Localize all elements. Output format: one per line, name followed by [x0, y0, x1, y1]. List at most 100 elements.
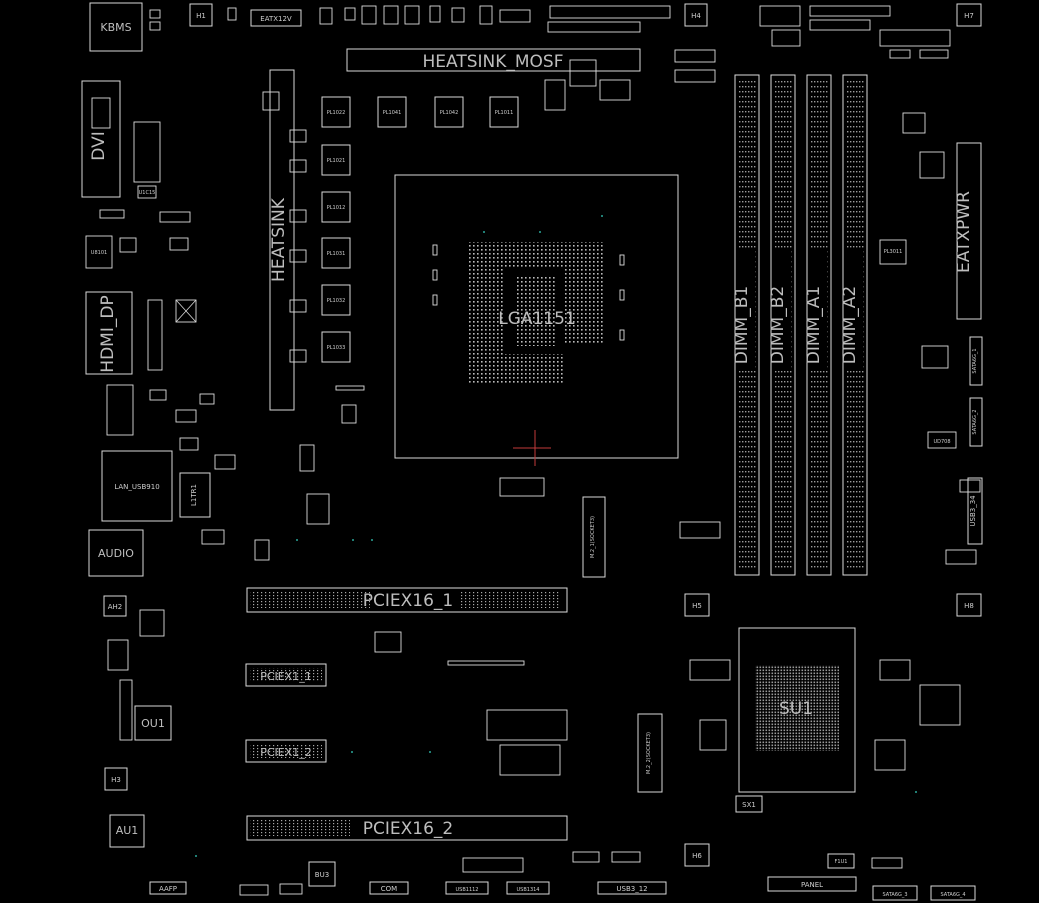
bu3-chip: BU3 [308, 861, 336, 887]
pciex16-2-slot: PCIEX16_2 [246, 815, 568, 841]
usb1112-header: USB1112 [445, 881, 489, 895]
pciex1-2-slot: PCIEX1_2 [245, 739, 327, 763]
usb1314-label: USB1314 [517, 887, 540, 893]
l1tr1-transformer: L1TR1 [179, 454, 236, 545]
audio-connector: AUDIO [88, 529, 144, 577]
h4-mount-hole: H4 [684, 3, 708, 27]
dimm-b2-slot: DIMM_B2 [768, 74, 796, 576]
h7-mount-hole: H7 [956, 3, 982, 27]
com-label: COM [381, 885, 397, 893]
panel-label: PANEL [801, 881, 823, 889]
dvi-connector: DVI [81, 80, 121, 198]
h5-label: H5 [692, 602, 702, 610]
sata6g-3-label: SATA6G_3 [882, 892, 907, 898]
eatx12v-connector: EATX12V [250, 9, 302, 27]
dimm-a1-slot: DIMM_A1 [804, 74, 832, 576]
l1tr1-label: L1TR1 [190, 484, 198, 506]
pciex1-1-label: PCIEX1_1 [260, 670, 312, 683]
pl1042-label: PL1042 [440, 110, 459, 116]
pl1012-label: PL1012 [327, 205, 346, 211]
usb3-34-label: USB3_34 [969, 495, 977, 527]
left-side-components-2 [106, 384, 215, 451]
pl3011-label: PL3011 [884, 249, 903, 255]
pl1021-label: PL1021 [327, 158, 346, 164]
pl1031-label: PL1031 [327, 251, 346, 257]
u1c15-label: U1C15 [139, 190, 156, 196]
m2-1-label: M.2_1(SOCKET3) [590, 516, 596, 558]
su1-label: SU1 [779, 699, 813, 719]
kbms-connector: KBMS [89, 2, 143, 52]
cpu-socket-lga1151: LGA1151 [394, 174, 679, 466]
sata6g-4-connector: SATA6G_4 [930, 885, 976, 901]
dimm-a1-label: DIMM_A1 [804, 286, 824, 364]
com-header: COM [369, 881, 409, 895]
h1-label: H1 [196, 12, 206, 20]
sx1-label: SX1 [742, 801, 756, 809]
hdmi-dp-label: HDMI_DP [98, 295, 118, 372]
pl1032-label: PL1032 [327, 298, 346, 304]
sata6g-1-label: SATA6G_1 [972, 348, 978, 373]
h3-label: H3 [111, 776, 121, 784]
top-row-components [149, 5, 951, 83]
h3-mount-hole: H3 [104, 767, 128, 791]
sata6g-3-connector: SATA6G_3 [872, 885, 918, 901]
dimm-a2-label: DIMM_A2 [840, 286, 860, 364]
aafp-label: AAFP [159, 885, 177, 893]
usb3-34-header: USB3_34 [967, 477, 983, 545]
dimm-b1-slot: DIMM_B1 [732, 74, 760, 576]
sata6g-4-label: SATA6G_4 [940, 892, 965, 898]
eatx12v-label: EATX12V [260, 15, 292, 23]
m2-2-label: M.2_2(SOCKET3) [646, 732, 652, 774]
hdmi-dp-connector: HDMI_DP [85, 291, 197, 375]
kbms-label: KBMS [100, 21, 131, 34]
ou1-chip: OU1 [119, 679, 172, 741]
m2-1-socket: M.2_1(SOCKET3) [582, 496, 606, 578]
audio-label: AUDIO [98, 547, 134, 560]
sx1-crystal: SX1 [735, 795, 763, 813]
su1-chipset: SU1 [738, 627, 856, 793]
au1-label: AU1 [116, 824, 139, 837]
heatsink-left-column: HEATSINK [262, 69, 307, 411]
h5-mount-hole: H5 [684, 593, 710, 617]
bu3-label: BU3 [315, 871, 329, 879]
usb1112-label: USB1112 [456, 887, 479, 893]
left-side-components-1: U1C15 U8101 [85, 121, 191, 269]
vrm-chokes-left: PL1021 PL1012 PL1031 PL1032 PL1033 [321, 144, 351, 363]
pciex16-1-label: PCIEX16_1 [363, 591, 453, 611]
h8-mount-hole: H8 [956, 593, 982, 617]
pl1033-label: PL1033 [327, 345, 346, 351]
pl1041-label: PL1041 [383, 110, 402, 116]
u8101-label: U8101 [91, 250, 107, 256]
pciex16-1-slot: PCIEX16_1 [246, 587, 568, 613]
h4-label: H4 [691, 12, 701, 20]
lga1151-label: LGA1151 [498, 309, 576, 329]
au1-chip: AU1 [109, 814, 145, 848]
ud708-label: UD708 [933, 439, 950, 445]
ah2-mount-hole: AH2 [103, 595, 165, 671]
pl1011-label: PL1011 [495, 110, 514, 116]
pciex1-1-slot: PCIEX1_1 [245, 663, 327, 687]
h7-label: H7 [964, 12, 974, 20]
panel-header: PANEL [767, 876, 857, 892]
vrm-chokes-top: PL1022 PL1041 PL1042 PL1011 [321, 96, 519, 128]
usb3-12-header: USB3_12 [597, 881, 667, 895]
f1u1-chip: F1U1 [827, 853, 903, 869]
eatxpwr-label: EATXPWR [954, 191, 974, 273]
h1-mount-hole: H1 [189, 3, 213, 27]
h8-label: H8 [964, 602, 974, 610]
sata6g-2-label: SATA6G_2 [972, 409, 978, 434]
teal-marker-dots [195, 215, 917, 857]
ah2-label: AH2 [108, 603, 123, 611]
usb3-12-label: USB3_12 [616, 885, 647, 893]
dimm-b1-label: DIMM_B1 [732, 286, 752, 364]
heatsink-mosf-label: HEATSINK_MOSF [422, 52, 563, 72]
pciex16-2-label: PCIEX16_2 [363, 819, 453, 839]
right-side-components: PL3011 UD708 [879, 112, 981, 565]
h6-mount-hole: H6 [684, 843, 710, 867]
lan-usb910-connector: LAN_USB910 [101, 450, 173, 522]
ou1-label: OU1 [141, 717, 165, 730]
pl1022-label: PL1022 [327, 110, 346, 116]
heatsink-left-faint-label: HEATSINK [269, 197, 289, 282]
dimm-b2-label: DIMM_B2 [768, 286, 788, 364]
